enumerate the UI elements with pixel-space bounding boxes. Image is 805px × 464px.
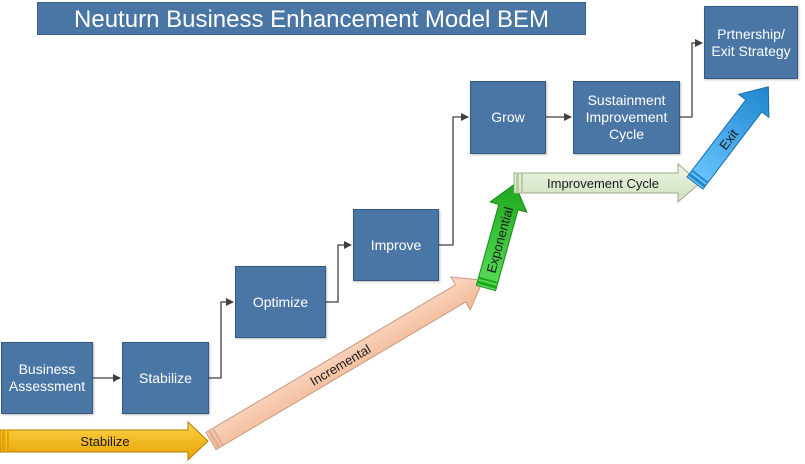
step-improve: Improve bbox=[353, 209, 439, 281]
connector-optimize-improve bbox=[326, 241, 352, 303]
phase-label-incremental: Incremental bbox=[307, 341, 373, 389]
phase-label-exponential: Exponential bbox=[484, 205, 517, 275]
page-title: Neuturn Business Enhancement Model BEM bbox=[37, 2, 586, 35]
step-label: Prtnership/ Exit Strategy bbox=[711, 25, 791, 59]
connector-stabilize-optimize bbox=[209, 298, 234, 379]
step-label: Improve bbox=[370, 236, 422, 253]
step-optimize: Optimize bbox=[235, 266, 326, 338]
connector-improve-grow bbox=[439, 113, 469, 246]
connector-sustainment-exit bbox=[680, 39, 703, 118]
step-label: Grow bbox=[491, 109, 525, 125]
phase-label-stabilize: Stabilize bbox=[80, 434, 129, 449]
phase-arrow-exit: Exit bbox=[686, 86, 770, 190]
step-stabilize: Stabilize bbox=[122, 342, 209, 414]
phase-arrow-improvement-cycle: Improvement Cycle bbox=[513, 162, 701, 204]
step-grow: Grow bbox=[470, 81, 546, 154]
step-business-assessment: Business Assessment bbox=[1, 342, 93, 414]
step-partnership-exit-strategy: Prtnership/ Exit Strategy bbox=[704, 6, 798, 79]
phase-arrow-stabilize: Stabilize bbox=[0, 420, 209, 462]
step-label: Sustainment Improvement Cycle bbox=[585, 92, 668, 142]
phase-arrow-exponential: Exponential bbox=[475, 183, 528, 292]
step-label: Business Assessment bbox=[8, 361, 86, 394]
step-label: Optimize bbox=[252, 293, 309, 310]
phase-label-improvement-cycle: Improvement Cycle bbox=[547, 176, 659, 191]
step-sustainment-improvement-cycle: Sustainment Improvement Cycle bbox=[573, 81, 680, 154]
step-label: Stabilize bbox=[139, 369, 192, 386]
